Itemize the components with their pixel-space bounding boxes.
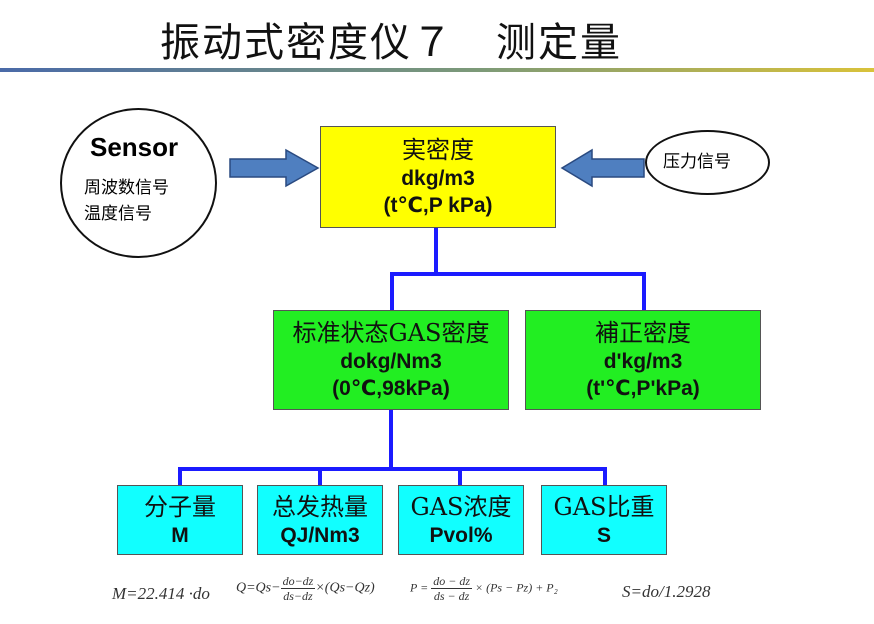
molecular-weight-label: 分子量 [144,492,216,521]
gas-specific-gravity-box: GAS比重 S [541,485,667,555]
gas-specific-gravity-label: GAS比重 [553,492,655,521]
heating-value-box: 总发热量 QJ/Nm3 [257,485,383,555]
connector-line [389,410,393,470]
formula-q-prefix: Q=Qs− [236,580,281,596]
actual-density-unit: dkg/m3 [401,167,475,190]
connector-line [390,272,646,276]
gas-specific-gravity-unit: S [596,523,611,547]
gas-concentration-unit: Pvol% [429,523,493,547]
sensor-title: Sensor [90,132,179,162]
standard-density-condition: (0℃,98kPa) [332,377,450,400]
connector-line [390,272,394,310]
actual-density-box: 実密度 dkg/m3 (t℃,P kPa) [320,126,556,228]
pressure-signal: 压力信号 [663,152,731,172]
actual-density-condition: (t℃,P kPa) [383,194,493,217]
formula-q-numerator: do−dz [280,574,316,589]
actual-density-label: 実密度 [402,136,474,164]
arrow-right-icon [229,148,320,188]
page-title: 振动式密度仪７ 测定量 [160,20,622,66]
formula-p-suffix: × (Ps − Pz) + P₂ [475,580,558,595]
formula-p-denominator: ds − dz [433,589,470,603]
connector-line [642,272,646,310]
standard-density-label: 标准状态GAS密度 [292,319,490,347]
gas-concentration-box: GAS浓度 Pvol% [398,485,524,555]
corrected-density-box: 補正密度 d'kg/m3 (t'℃,P'kPa) [525,310,761,410]
formula-p-numerator: do − dz [431,574,472,589]
gas-concentration-label: GAS浓度 [410,492,512,521]
connector-line [178,467,607,471]
formula-specific-gravity: S=do/1.2928 [622,582,711,601]
formula-p-prefix: P = [410,580,429,595]
heating-value-label: 总发热量 [272,492,368,521]
connector-line [178,467,182,485]
connector-line [603,467,607,485]
sensor-frequency-signal: 周波数信号 [84,178,169,198]
formula-q-denominator: ds−dz [283,589,313,603]
heating-value-unit: QJ/Nm3 [280,523,360,547]
connector-line [458,467,462,485]
molecular-weight-unit: M [171,523,189,547]
corrected-density-label: 補正密度 [595,319,691,347]
standard-density-box: 标准状态GAS密度 dokg/Nm3 (0℃,98kPa) [273,310,509,410]
formula-molecular-weight: M=22.414 ·do [112,584,210,603]
molecular-weight-box: 分子量 M [117,485,243,555]
arrow-left-icon [560,148,645,188]
connector-line [434,228,438,274]
standard-density-unit: dokg/Nm3 [340,350,442,373]
sensor-temperature-signal: 温度信号 [84,204,152,224]
corrected-density-condition: (t'℃,P'kPa) [586,377,700,400]
title-divider [0,68,874,72]
corrected-density-unit: d'kg/m3 [603,350,683,373]
sensor-ellipse: Sensor 周波数信号 温度信号 [60,108,217,258]
formula-q-suffix: ×(Qs−Qz) [315,580,375,596]
pressure-ellipse: 压力信号 [645,130,770,195]
connector-line [318,467,322,485]
